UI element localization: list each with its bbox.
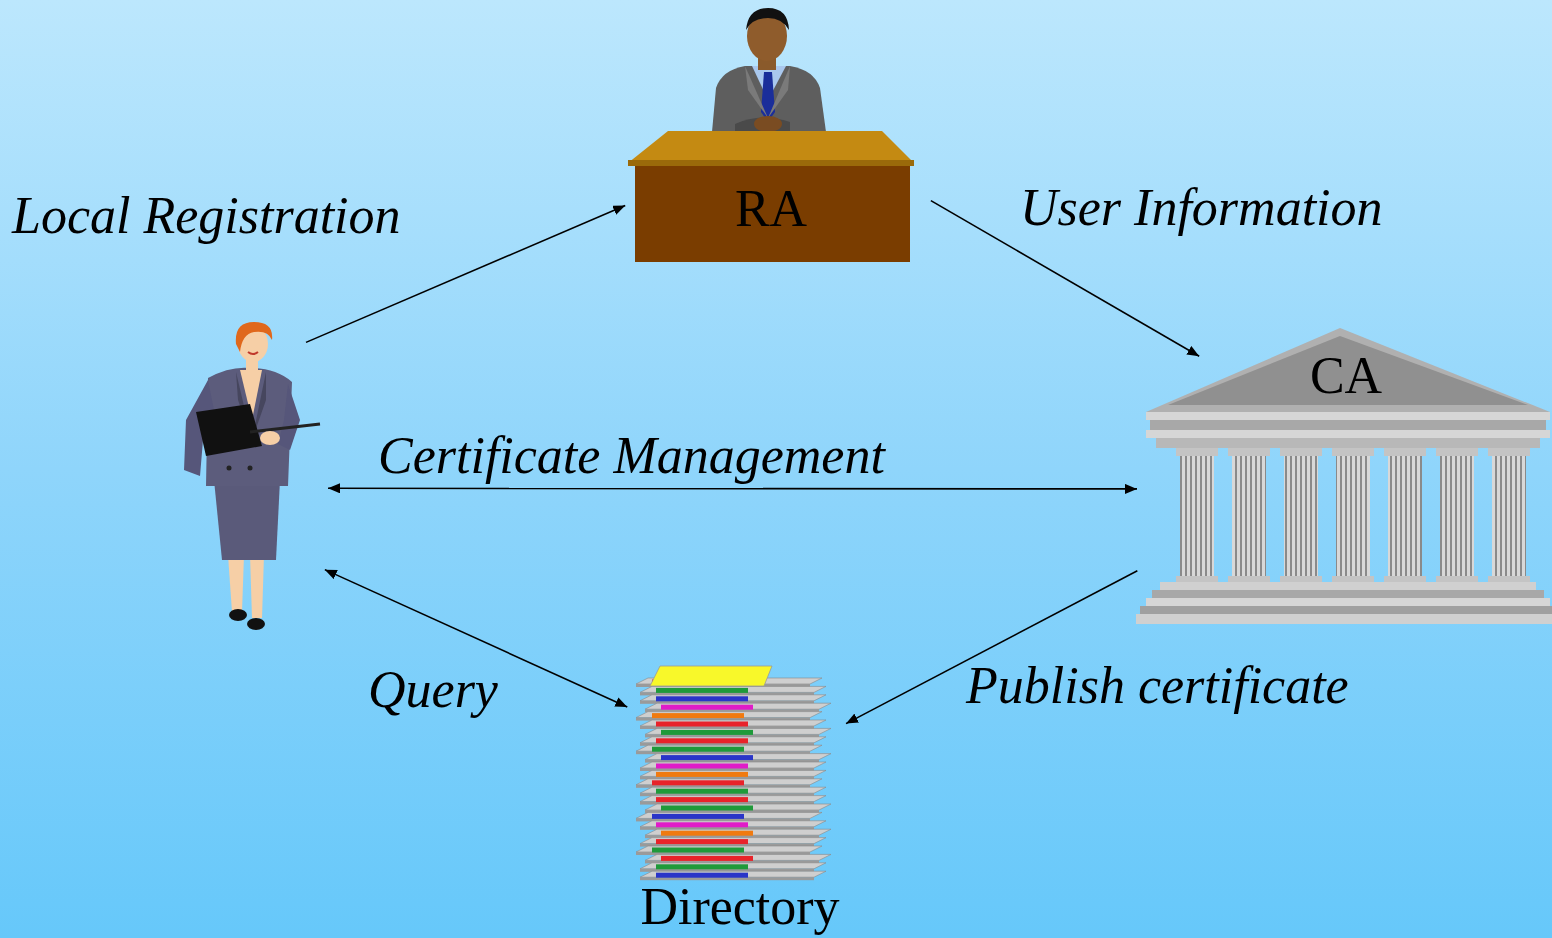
- edge-label: Query: [368, 664, 498, 716]
- ca-building: [1136, 328, 1552, 624]
- node-label: RA: [628, 183, 914, 235]
- certificate-management-arrow: [328, 488, 1137, 490]
- edge-label: Certificate Management: [378, 430, 885, 482]
- node-label: CA: [1140, 350, 1552, 402]
- user: [180, 322, 325, 630]
- registrar-figure: [712, 8, 826, 132]
- directory-stack: [636, 666, 831, 880]
- registration-authority: RA: [628, 131, 914, 262]
- edge-label: Local Registration: [12, 190, 401, 242]
- certificate-authority: CA: [1140, 328, 1552, 626]
- directory: Directory: [630, 655, 850, 935]
- edge-label: User Information: [1020, 182, 1383, 234]
- user-figure: [184, 322, 320, 630]
- node-label: Directory: [630, 881, 850, 933]
- edge-label: Publish certificate: [966, 660, 1349, 712]
- desk: [628, 131, 914, 262]
